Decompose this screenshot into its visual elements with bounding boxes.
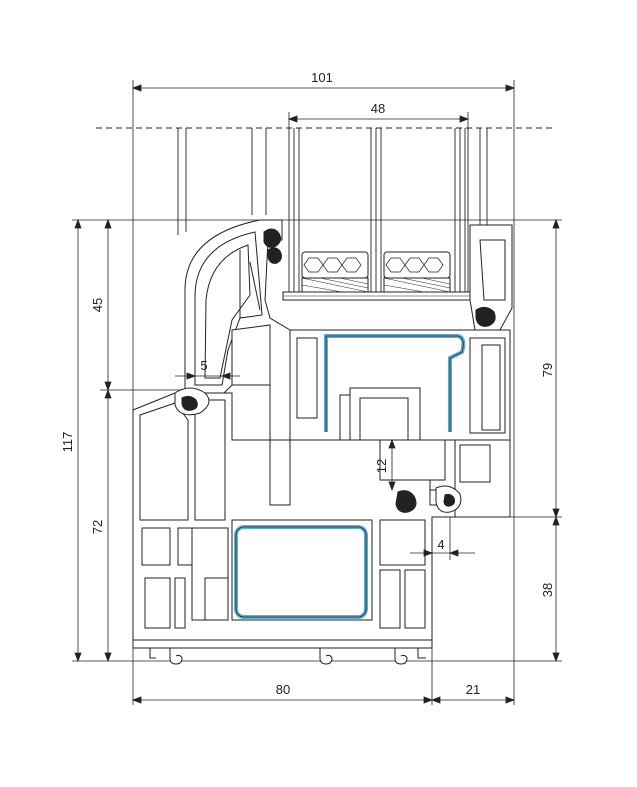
dim-total-width: 101 <box>311 70 333 85</box>
dim-overlap-width: 21 <box>466 682 480 697</box>
dim-rebate: 4 <box>437 537 444 552</box>
frame-bottom-legs <box>132 639 433 665</box>
glazing-bead <box>469 224 513 331</box>
frame-profile <box>132 387 511 641</box>
dim-lower-height: 72 <box>90 520 105 534</box>
dim-upper-height: 45 <box>90 298 105 312</box>
sash-profile <box>184 219 291 441</box>
dim-frame-height: 38 <box>540 583 555 597</box>
glazing-unit <box>177 128 488 300</box>
dim-frame-width: 80 <box>276 682 290 697</box>
dim-sash-height: 79 <box>540 363 555 377</box>
dim-step: 12 <box>374 459 389 473</box>
dim-gap: 5 <box>200 358 207 373</box>
sash-chambers <box>289 329 511 441</box>
dim-total-height: 117 <box>60 432 75 453</box>
glass-spacers <box>282 251 474 301</box>
dim-glass-width: 48 <box>371 101 385 116</box>
dimension-lines <box>74 84 560 704</box>
